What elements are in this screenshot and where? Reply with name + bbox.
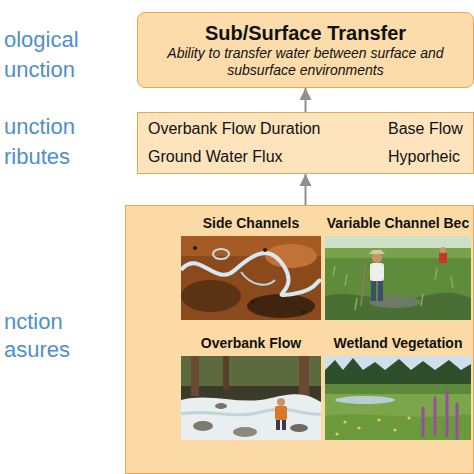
measure-caption: Side Channels	[203, 214, 299, 232]
function-box: Sub/Surface TransferAbility to transfer …	[137, 12, 474, 88]
section-label: ological unction	[4, 25, 79, 85]
aerial-photo	[181, 236, 321, 320]
measure-caption: Overbank Flow	[201, 334, 301, 352]
measure-tile: Side Channels	[179, 214, 323, 320]
function-title: Sub/Surface Transfer	[148, 21, 463, 45]
wetland-photo	[325, 356, 471, 440]
attributes-box: Overbank Flow DurationBase FlowGround Wa…	[137, 112, 474, 174]
measure-tile: Variable Channel Bec	[325, 214, 471, 320]
overbank-flow-photo	[181, 356, 321, 440]
channel-bed-photo	[325, 236, 471, 320]
attribute-text: Hyporheic	[388, 143, 463, 171]
attribute-text: Ground Water Flux	[148, 143, 388, 171]
measure-tile: Wetland Vegetation	[325, 334, 471, 440]
measures-panel: Side Channels Variable Channel Bec	[125, 205, 474, 474]
measure-tile: Overbank Flow	[179, 334, 323, 440]
section-label: unction ributes	[4, 112, 75, 172]
flow-arrow	[305, 174, 307, 205]
attribute-text: Base Flow	[388, 115, 463, 143]
attribute-text: Overbank Flow Duration	[148, 115, 388, 143]
measure-caption: Variable Channel Bec	[327, 214, 469, 232]
measure-caption: Wetland Vegetation	[334, 334, 463, 352]
flow-arrow	[305, 88, 307, 112]
section-label: nction asures	[4, 308, 70, 364]
function-description: Ability to transfer water between surfac…	[148, 45, 463, 79]
